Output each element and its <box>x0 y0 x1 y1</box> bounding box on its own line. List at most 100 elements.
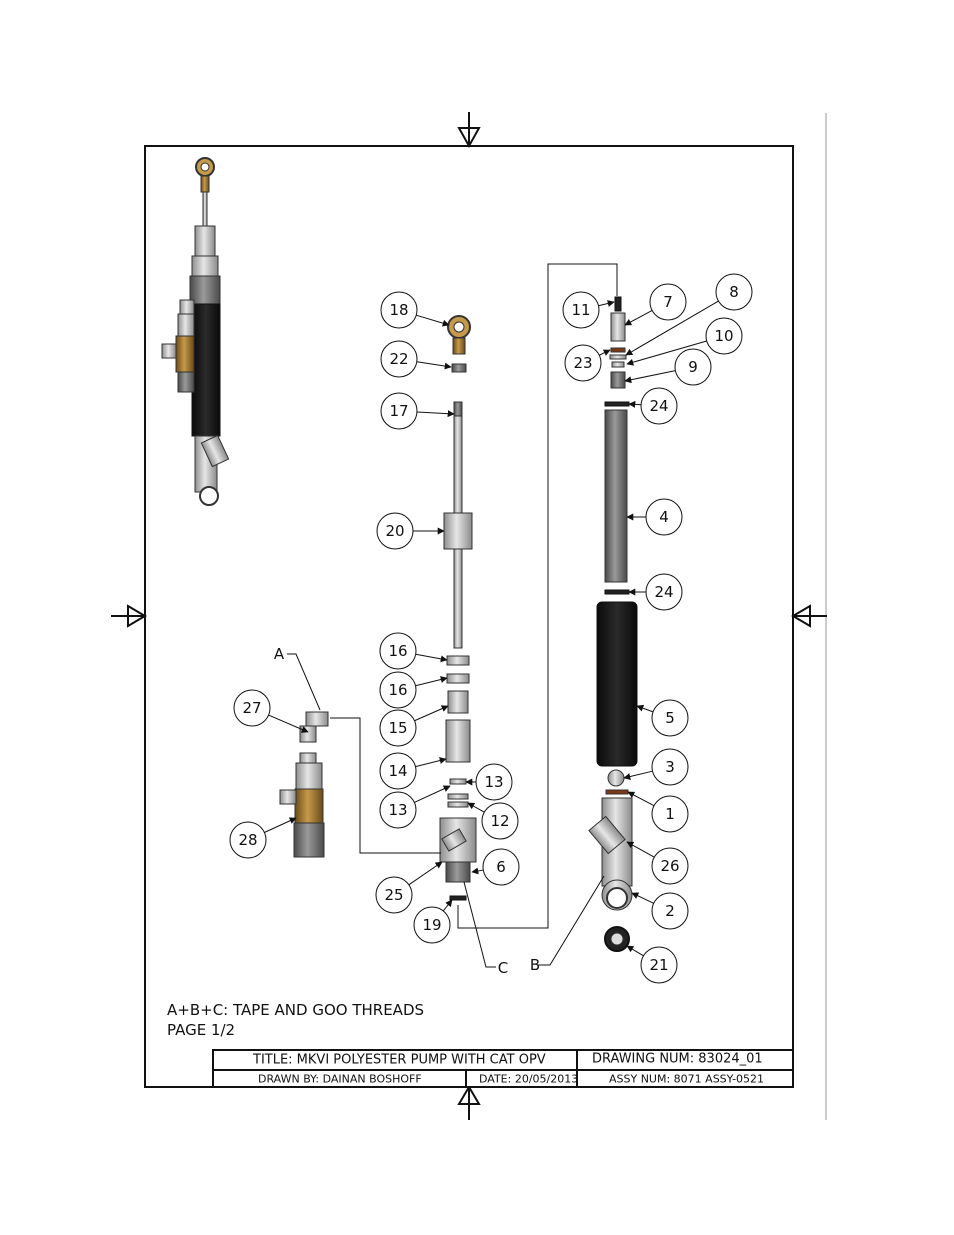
leader-line-16a <box>416 654 447 660</box>
balloon-13b: 13 <box>380 792 416 828</box>
balloon-callouts: 1822172016161514131312625192728117810239… <box>230 274 752 983</box>
washer-13b <box>448 802 468 807</box>
balloon-label: 11 <box>571 301 590 319</box>
title-block-date: DATE: 20/05/2013 <box>479 1073 578 1086</box>
balloon-18: 18 <box>381 292 417 328</box>
balloon-label: 13 <box>484 773 503 791</box>
balloon-label: 5 <box>665 709 675 727</box>
balloon-14: 14 <box>380 753 416 789</box>
balloon-28: 28 <box>230 822 266 858</box>
leader-line-21 <box>627 946 644 956</box>
balloon-label: 25 <box>384 886 403 904</box>
thread-label-c: C <box>498 959 508 977</box>
balloon-17: 17 <box>381 393 417 429</box>
center-mark-bottom <box>459 1087 479 1120</box>
balloon-label: 23 <box>573 354 592 372</box>
balloon-11: 11 <box>563 292 599 328</box>
balloon-label: 15 <box>388 719 407 737</box>
balloon-16a: 16 <box>380 633 416 669</box>
balloon-27: 27 <box>234 690 270 726</box>
balloon-26: 26 <box>652 848 688 884</box>
leader-line-16b <box>415 678 447 686</box>
leader-line-22 <box>417 362 451 367</box>
balloon-19: 19 <box>414 907 450 943</box>
balloon-label: 28 <box>238 831 257 849</box>
center-mark-top <box>459 112 479 146</box>
title-block-drawing-num: DRAWING NUM: 83024_01 <box>592 1052 763 1067</box>
title-block-assy-num: ASSY NUM: 8071 ASSY-0521 <box>609 1073 764 1086</box>
leader-line-14 <box>415 759 446 767</box>
oring-19 <box>450 896 466 900</box>
balloon-13a: 13 <box>476 764 512 800</box>
opv-valve-28 <box>280 753 324 857</box>
balloon-12: 12 <box>482 803 518 839</box>
balloon-label: 12 <box>490 812 509 830</box>
leader-line-7 <box>625 310 652 325</box>
balloon-label: 8 <box>729 283 739 301</box>
balloon-25: 25 <box>376 877 412 913</box>
balloon-4: 4 <box>646 499 682 535</box>
balloon-23: 23 <box>565 345 601 381</box>
note-line-2: PAGE 1/2 <box>167 1021 235 1039</box>
title-block-title: TITLE: MKVI POLYESTER PUMP WITH CAT OPV <box>252 1053 546 1068</box>
balloon-label: 18 <box>389 301 408 319</box>
balloon-label: 26 <box>660 857 679 875</box>
balloon-label: 20 <box>385 522 404 540</box>
balloon-24b: 24 <box>646 574 682 610</box>
balloon-6: 6 <box>483 849 519 885</box>
body-6 <box>440 818 476 882</box>
balloon-label: 13 <box>388 801 407 819</box>
balloon-label: 14 <box>388 762 407 780</box>
leader-line-11 <box>598 302 614 306</box>
balloon-22: 22 <box>381 341 417 377</box>
balloon-1: 1 <box>652 796 688 832</box>
balloon-label: 27 <box>242 699 261 717</box>
washer-13a <box>450 779 466 784</box>
balloon-label: 3 <box>665 758 675 776</box>
balloon-8: 8 <box>716 274 752 310</box>
balloon-24a: 24 <box>641 388 677 424</box>
balloon-label: 19 <box>422 916 441 934</box>
balloon-label: 1 <box>665 805 675 823</box>
valve-7 <box>611 313 625 341</box>
leader-line-3 <box>624 771 652 778</box>
leader-line-28 <box>264 818 296 833</box>
leader-line-24a <box>629 404 641 405</box>
bush-15 <box>448 691 468 713</box>
note-line-1: A+B+C: TAPE AND GOO THREADS <box>167 1001 424 1019</box>
balloon-label: 24 <box>654 583 673 601</box>
balloon-5: 5 <box>652 700 688 736</box>
center-mark-right <box>793 606 827 626</box>
oring-23 <box>611 348 625 352</box>
sheet-border <box>145 146 793 1087</box>
balloon-20: 20 <box>377 513 413 549</box>
balloon-7: 7 <box>650 284 686 320</box>
balloon-label: 6 <box>496 858 506 876</box>
hose-5 <box>597 602 637 766</box>
title-block: TITLE: MKVI POLYESTER PUMP WITH CAT OPV … <box>213 1050 793 1087</box>
balloon-label: 9 <box>688 358 698 376</box>
ball-3 <box>608 770 624 786</box>
leader-line-18 <box>416 315 449 325</box>
balloon-label: 17 <box>389 402 408 420</box>
thread-label-b: B <box>530 956 540 974</box>
balloon-label: 7 <box>663 293 673 311</box>
balloon-label: 24 <box>649 397 668 415</box>
oring-24a <box>605 402 629 406</box>
sleeve-14 <box>446 720 470 762</box>
leader-line-9 <box>625 371 675 381</box>
connector-line-a <box>287 654 320 710</box>
center-mark-left <box>111 606 145 626</box>
seat-9 <box>611 372 625 388</box>
foot-valve-2 <box>602 798 632 910</box>
leader-line-5 <box>637 706 653 712</box>
balloon-label: 16 <box>388 681 407 699</box>
title-block-drawn-by: DRAWN BY: DAINAN BOSHOFF <box>258 1073 422 1086</box>
balloon-21: 21 <box>641 947 677 983</box>
leader-line-19 <box>443 900 452 911</box>
leader-line-2 <box>632 893 654 903</box>
balloon-3: 3 <box>652 749 688 785</box>
balloon-label: 2 <box>665 902 675 920</box>
leader-line-12 <box>468 803 484 812</box>
